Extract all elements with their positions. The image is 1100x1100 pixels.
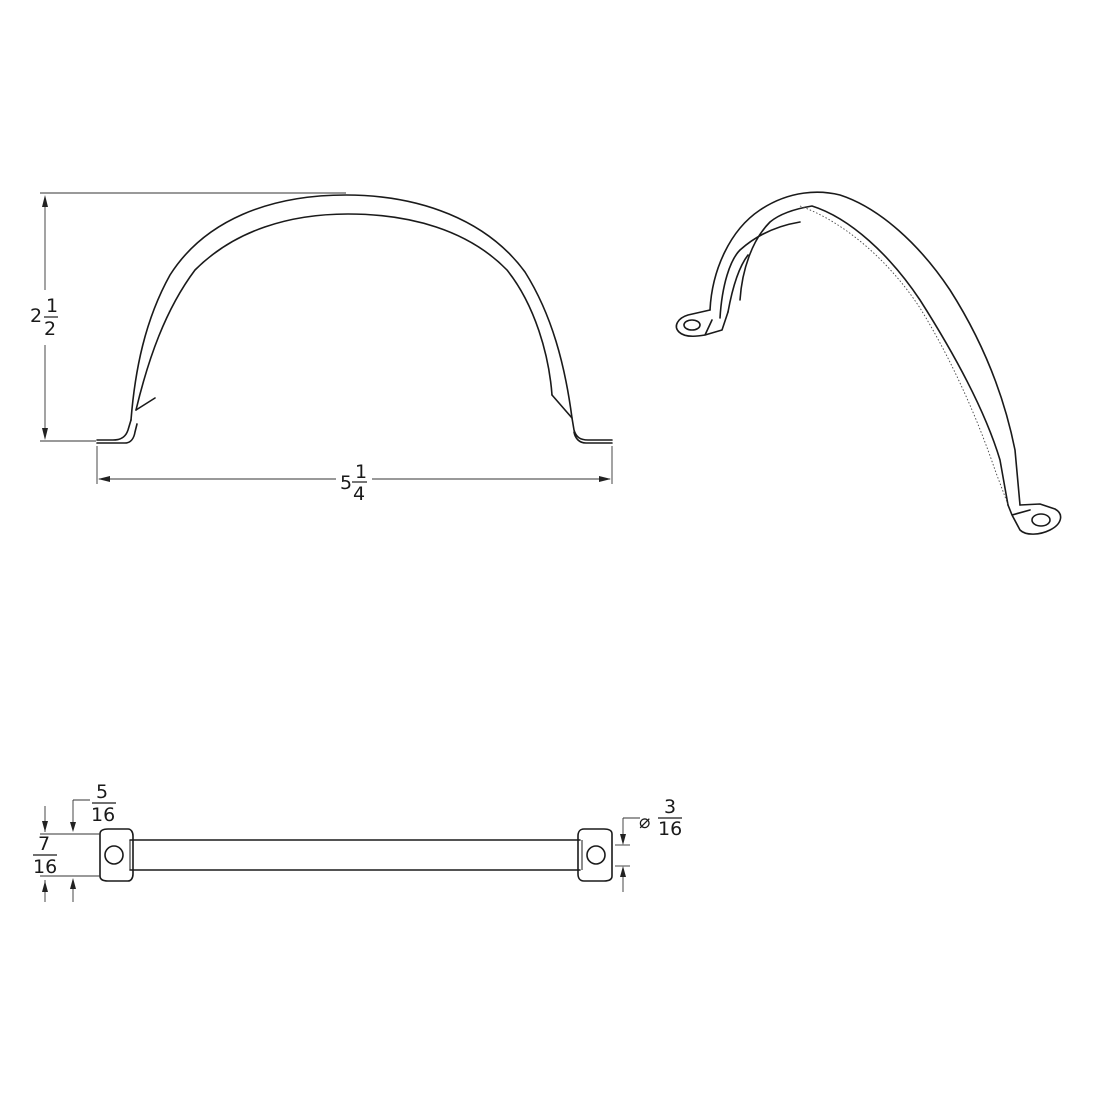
width-arrow-left	[98, 476, 110, 482]
hole-arrow-top	[620, 834, 626, 845]
width-arrow-right	[599, 476, 611, 482]
strap-width-arrow-bottom	[42, 881, 48, 892]
plan-right-tab	[577, 828, 613, 882]
hole-diameter-dimension: ⌀ 3 16	[615, 796, 682, 892]
outer-arc	[130, 194, 573, 421]
offset-arrow	[70, 822, 76, 832]
hole-arrow-bottom	[620, 866, 626, 877]
plan-left-tab	[99, 828, 134, 882]
width-den: 4	[353, 483, 365, 505]
plan-view-strap	[99, 828, 613, 882]
height-arrow-bottom	[42, 428, 48, 440]
strap-width-arrow-top	[42, 821, 48, 832]
isometric-view-strap	[675, 191, 1062, 535]
width-dimension: 5 1 4	[96, 446, 613, 505]
strap-width-dimension: 7 16	[33, 806, 100, 902]
front-view-strap	[96, 194, 613, 444]
hole-den: 16	[658, 818, 682, 840]
offset-dimension: 5 16	[40, 781, 116, 835]
strap-width-arrow-inner	[70, 878, 76, 889]
iso-back-edge	[739, 205, 1009, 506]
width-whole: 5	[340, 472, 352, 494]
height-arrow-top	[42, 195, 48, 207]
strap-width-den: 16	[33, 856, 57, 878]
height-den: 2	[44, 318, 56, 340]
height-dimension: 2 1 2	[30, 192, 346, 442]
iso-centre-seam	[799, 205, 1011, 511]
iso-right-foot	[1007, 503, 1062, 535]
height-whole: 2	[30, 305, 42, 327]
plan-left-hole	[104, 845, 124, 865]
inner-arc	[135, 213, 553, 411]
plan-right-hole	[586, 845, 606, 865]
iso-left-foot	[675, 309, 729, 338]
iso-outer-edge	[709, 191, 1021, 506]
strap-width-num: 7	[38, 833, 50, 855]
left-foot	[96, 397, 156, 444]
iso-right-hole	[1031, 513, 1051, 527]
height-num: 1	[46, 295, 58, 317]
hole-num: 3	[664, 796, 676, 818]
hole-diameter-symbol: ⌀	[639, 811, 650, 833]
width-num: 1	[355, 461, 367, 483]
offset-num: 5	[96, 781, 108, 803]
right-foot	[551, 394, 613, 444]
iso-left-hole	[683, 319, 701, 331]
offset-den: 16	[91, 804, 115, 826]
iso-inner-edge	[719, 221, 801, 319]
